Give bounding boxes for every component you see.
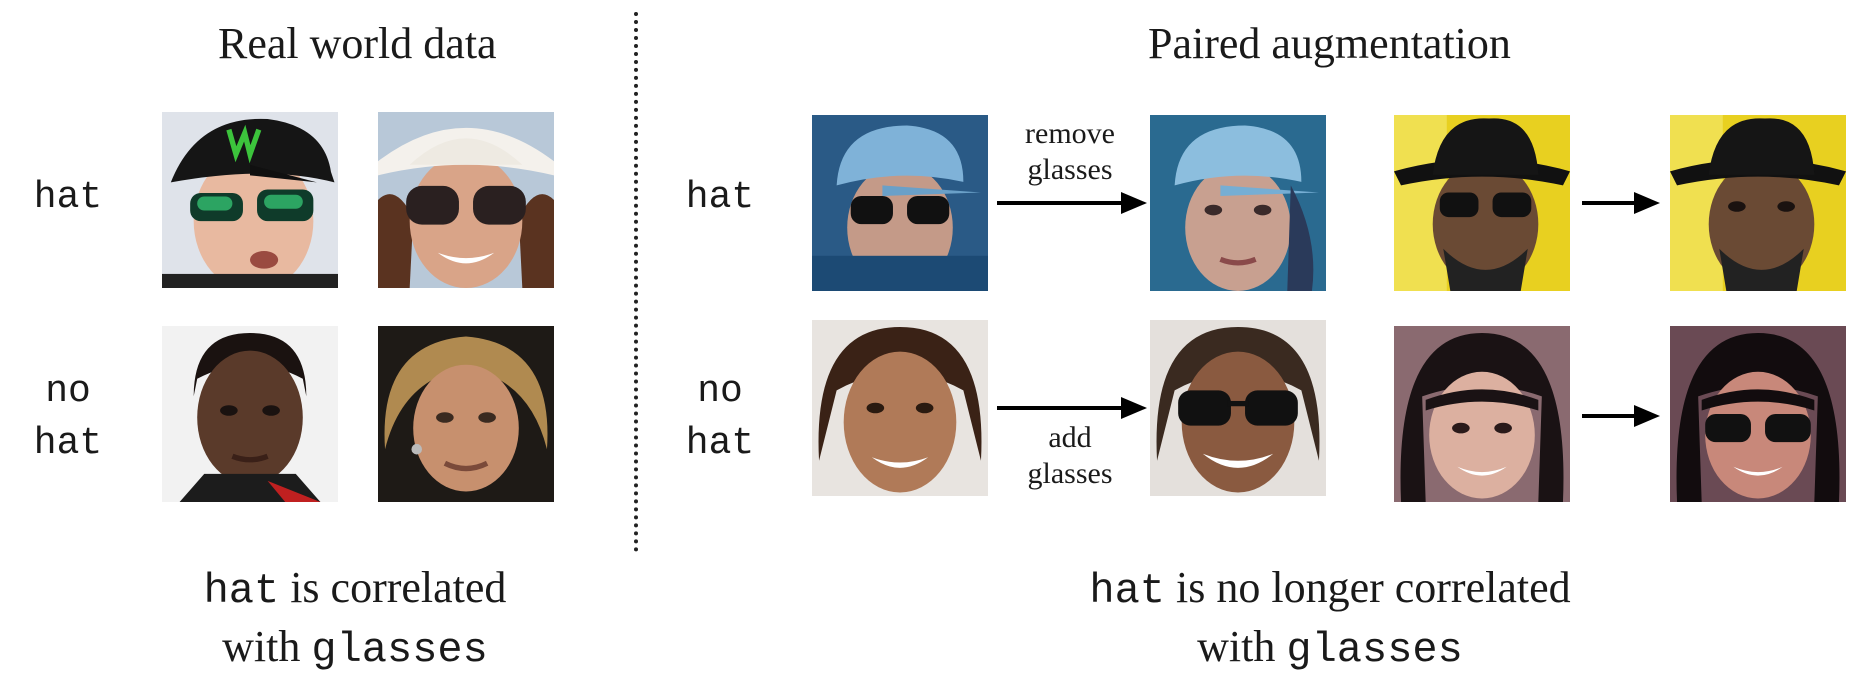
keyword-glasses: glasses — [311, 626, 488, 674]
right-caption-line2: with glasses — [1020, 619, 1640, 678]
left-caption-line1: hat is correlated — [120, 560, 590, 619]
right-title: Paired augmentation — [1148, 19, 1511, 68]
no-text: no — [697, 370, 743, 413]
left-row-label-hat: hat — [33, 176, 103, 219]
hat-text: hat — [685, 422, 755, 465]
glasses-text: glasses — [1027, 153, 1113, 186]
caption-text: is correlated — [290, 563, 507, 612]
face-photo-icon — [1670, 115, 1846, 291]
left-caption: hat is correlated with glasses — [120, 560, 590, 678]
face-photo-icon — [162, 326, 338, 502]
face-photo-icon — [812, 320, 988, 496]
arrow-woman — [1582, 405, 1660, 427]
face-photo-icon — [1150, 320, 1326, 496]
left-caption-line2: with glasses — [120, 619, 590, 678]
face-photo-icon — [378, 326, 554, 502]
keyword-hat: hat — [1089, 567, 1165, 615]
remove-text: remove — [1025, 117, 1115, 150]
face-photo-icon — [1394, 115, 1570, 291]
keyword-hat: hat — [203, 567, 280, 615]
face-photo-icon — [812, 115, 988, 291]
face-photo-icon — [1670, 326, 1846, 502]
keyword-glasses: glasses — [1286, 626, 1463, 674]
face-photo-no-hat-added-glasses — [1150, 320, 1326, 496]
annotation-remove-glasses: remove glasses — [1000, 116, 1140, 188]
right-row-label-no-hat: no hat — [670, 366, 770, 470]
face-photo-hat-no-glasses — [1150, 115, 1326, 291]
arrow-right-icon — [1582, 192, 1660, 214]
arrow-right-icon — [997, 192, 1147, 214]
right-row-label-hat: hat — [685, 176, 755, 219]
face-photo-icon — [378, 112, 554, 288]
annotation-add-glasses: add glasses — [1000, 420, 1140, 492]
face-photo-woman-added-glasses — [1670, 326, 1846, 502]
face-photo-white-hat — [378, 112, 554, 288]
no-text: no — [45, 370, 91, 413]
section-divider — [634, 12, 638, 552]
left-title: Real world data — [218, 19, 497, 68]
add-text: add — [1048, 421, 1092, 454]
right-caption: hat is no longer correlated with glasses — [1020, 560, 1640, 678]
face-photo-no-hat-1 — [162, 326, 338, 502]
arrow-add-glasses — [997, 397, 1147, 419]
caption-with: with — [1197, 622, 1276, 671]
left-row-label-no-hat: no hat — [18, 366, 118, 470]
arrow-right-icon — [997, 397, 1147, 419]
face-photo-woman-no-glasses — [1394, 326, 1570, 502]
arrow-cowboy — [1582, 192, 1660, 214]
arrow-right-icon — [1582, 405, 1660, 427]
face-photo-cowboy-glasses — [1394, 115, 1570, 291]
face-photo-icon — [1150, 115, 1326, 291]
face-photo-cowboy-no-glasses — [1670, 115, 1846, 291]
right-caption-line1: hat is no longer correlated — [1020, 560, 1640, 619]
face-photo-no-hat-no-glasses — [812, 320, 988, 496]
caption-text: is no longer correlated — [1176, 563, 1571, 612]
face-photo-hat-with-glasses — [812, 115, 988, 291]
arrow-remove-glasses — [997, 192, 1147, 214]
face-photo-icon — [162, 112, 338, 288]
glasses-text: glasses — [1027, 457, 1113, 490]
hat-text: hat — [33, 422, 103, 465]
face-photo-no-hat-2 — [378, 326, 554, 502]
face-photo-icon — [1394, 326, 1570, 502]
caption-with: with — [222, 622, 301, 671]
face-photo-cap-sunglasses — [162, 112, 338, 288]
